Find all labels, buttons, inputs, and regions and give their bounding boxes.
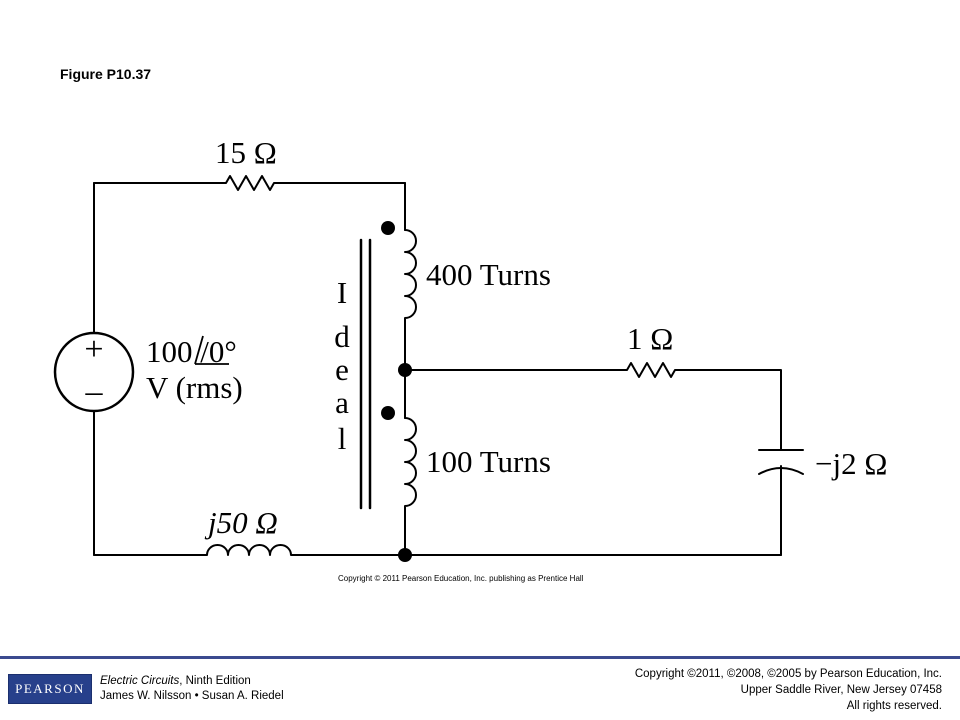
node-middle (398, 363, 412, 377)
voltage-source (53, 331, 135, 413)
book-edition: , Ninth Edition (179, 675, 251, 687)
copyright-line: All rights reserved. (846, 700, 942, 712)
copyright-block: Copyright ©2011, ©2008, ©2005 by Pearson… (635, 666, 942, 714)
node-bottom (398, 548, 412, 562)
label-100-turns: 100 Turns (426, 444, 551, 479)
label-inductor: j50 Ω (204, 505, 278, 540)
wire-bottom (93, 544, 782, 556)
label-400-turns: 400 Turns (426, 257, 551, 292)
label-capacitor: −j2 Ω (815, 446, 887, 481)
book-authors: James W. Nilsson • Susan A. Riedel (100, 690, 284, 702)
figure-title: Figure P10.37 (60, 66, 152, 82)
coil-100-turns (404, 417, 417, 556)
label-1-ohm: 1 Ω (627, 321, 673, 356)
ideal-letter-d: d (334, 319, 350, 354)
polarity-dot-bottom (381, 406, 395, 420)
source-plus-sign: + (84, 331, 103, 368)
pearson-logo: PEARSON (8, 674, 92, 704)
footer-rule (0, 656, 960, 659)
copyright-line: Copyright ©2011, ©2008, ©2005 by Pearson… (634, 668, 942, 680)
wire-mid (404, 362, 782, 451)
angle-bar (194, 335, 204, 365)
ideal-letter-i: I (337, 275, 347, 310)
diagram-copyright: Copyright © 2011 Pearson Education, Inc.… (338, 574, 584, 583)
book-title: Electric Circuits (100, 675, 180, 687)
copyright-line: Upper Saddle River, New Jersey 07458 (740, 684, 942, 696)
book-title-line: Electric Circuits, Ninth Edition (100, 674, 284, 689)
ideal-letter-a: a (335, 385, 349, 420)
label-15-ohm: 15 Ω (215, 135, 277, 170)
coil-400-turns (404, 229, 417, 371)
polarity-dot-top (381, 221, 395, 235)
pearson-logo-text: PEARSON (15, 681, 85, 696)
label-source-unit: V (rms) (146, 370, 243, 405)
ideal-letter-e: e (335, 352, 349, 387)
book-info: Electric Circuits, Ninth Edition James W… (100, 674, 284, 704)
wire-top (93, 175, 406, 191)
source-minus-sign: – (85, 373, 104, 410)
ideal-letter-l: l (338, 421, 347, 456)
